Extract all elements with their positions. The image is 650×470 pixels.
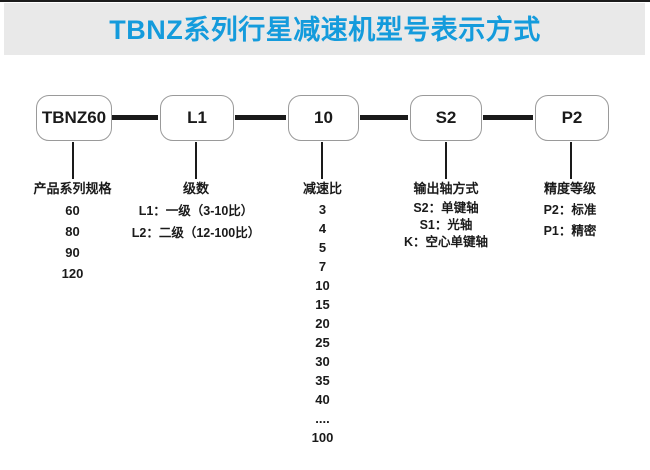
column-value: 7 [318,259,327,274]
column-stage: 级数 L1：一级（3-10比） L2：二级（12-100比） [116,181,276,244]
column-value: 90 [65,245,80,260]
column-value: 120 [61,266,84,281]
column-header: 产品系列规格 [33,181,112,196]
column-value: 10 [315,278,330,293]
column-value: 80 [65,224,80,239]
connector-line [360,115,408,120]
page-title: TBNZ系列行星减速机型号表示方式 [109,15,541,45]
column-value: K：空心单键轴 [403,235,489,249]
leader-line [570,142,572,179]
model-box-output-shaft: S2 [410,95,482,141]
column-value: 40 [315,392,330,407]
connector-line [112,115,158,120]
leader-line [445,142,447,179]
title-band [4,3,645,55]
column-value: .... [315,411,330,426]
column-value: 35 [315,373,330,388]
column-value: 4 [318,221,327,236]
column-value: S2：单键轴 [413,201,479,215]
leader-line [321,142,323,179]
column-header: 精度等级 [543,181,596,196]
model-box-ratio: 10 [288,95,359,141]
column-value: S1：光轴 [419,218,473,232]
column-value: 20 [315,316,330,331]
column-value: 100 [311,430,334,445]
column-value: P2：标准 [543,203,597,217]
column-ratio: 减速比 3 4 5 7 10 15 20 25 30 35 40 .... 10… [282,181,363,447]
column-value: 25 [315,335,330,350]
column-value: 30 [315,354,330,369]
model-box-series: TBNZ60 [36,95,112,141]
column-value: 15 [315,297,330,312]
connector-line [483,115,533,120]
column-value: 60 [65,203,80,218]
column-header: 减速比 [302,181,342,196]
leader-line [72,142,74,179]
column-header: 输出轴方式 [413,181,479,196]
column-series-spec: 产品系列规格 60 80 90 120 [12,181,133,284]
column-value: P1：精密 [543,224,597,238]
model-box-stage: L1 [160,95,234,141]
model-box-precision: P2 [535,95,609,141]
column-value: 5 [318,240,327,255]
leader-line [195,142,197,179]
column-value: L1：一级（3-10比） [138,204,254,218]
column-value: L2：二级（12-100比） [131,226,261,240]
column-header: 级数 [182,181,209,196]
connector-line [235,115,286,120]
column-value: 3 [318,202,327,217]
top-border-line [0,0,650,2]
column-output-shaft: 输出轴方式 S2：单键轴 S1：光轴 K：空心单键轴 [370,181,522,251]
column-precision: 精度等级 P2：标准 P1：精密 [505,181,635,242]
